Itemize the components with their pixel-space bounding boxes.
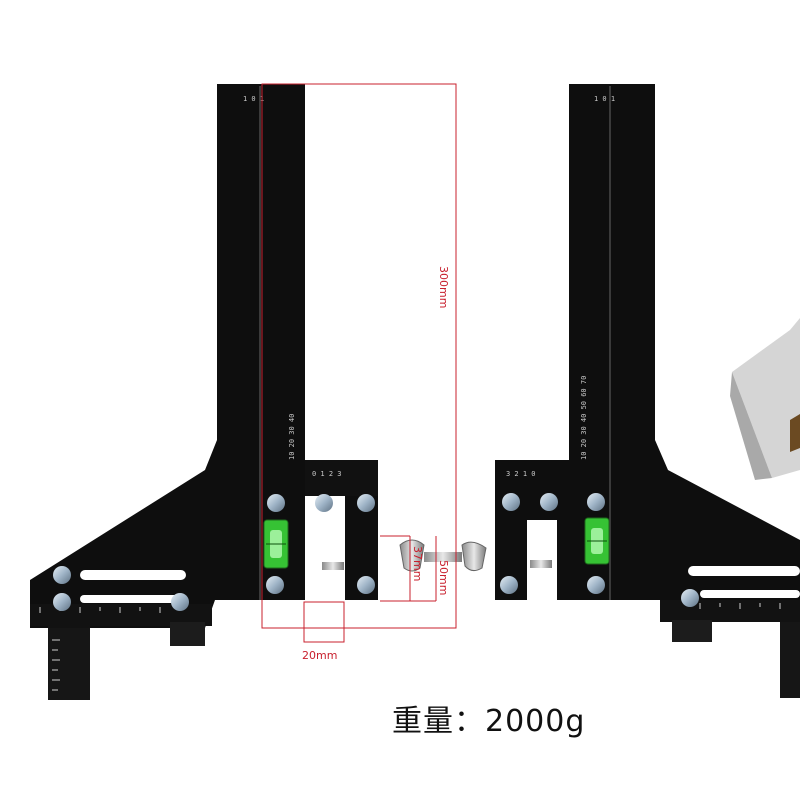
left-clamp-scale: 0 1 2 3	[312, 470, 342, 478]
wood-cube-image	[730, 318, 800, 480]
left-jig-body	[30, 84, 378, 628]
right-clamp-screw	[530, 560, 552, 568]
screw-icon	[267, 494, 285, 512]
left-vertical-scale: 10 20 30 40	[288, 414, 296, 460]
right-screw-group	[500, 493, 699, 607]
right-top-scale: 1 0 1	[594, 95, 615, 103]
screw-icon	[53, 593, 71, 611]
height-dimension-label: 300mm	[437, 266, 450, 308]
right-vertical-scale: 10 20 30 40 50 60 70	[580, 376, 588, 460]
screw-icon	[266, 576, 284, 594]
left-top-scale: 1 0 1	[243, 95, 264, 103]
screw-icon	[171, 593, 189, 611]
left-clamp-slot	[305, 496, 345, 600]
right-adjust-slot-2	[700, 590, 800, 598]
screw-icon	[357, 576, 375, 594]
screw-icon	[315, 494, 333, 512]
screw-icon	[53, 566, 71, 584]
left-adjust-slot-1	[80, 570, 186, 580]
screw-icon	[587, 493, 605, 511]
screw-icon	[587, 576, 605, 594]
left-jig: 1 0 1 0 1 2 3 10 20 30 40	[30, 84, 378, 700]
right-jig-body	[495, 84, 800, 600]
right-clamp-scale: 3 2 1 0	[506, 470, 536, 478]
screw-icon	[502, 493, 520, 511]
weight-caption: 重量：2000g	[392, 704, 586, 739]
left-screw-group	[53, 494, 375, 611]
screw-icon	[681, 589, 699, 607]
wing-nut-icon	[399, 539, 487, 572]
right-jig: 1 0 1 3 2 1 0 10 20 30 40 50 60 70	[495, 84, 800, 698]
opening-dimension-label: 37mm	[411, 546, 424, 581]
screw-icon	[500, 576, 518, 594]
screw-icon	[540, 493, 558, 511]
clamp-dimension-label: 50mm	[437, 560, 450, 595]
right-adjust-slot-1	[688, 566, 800, 576]
left-clamp-screw	[322, 562, 344, 570]
dimension-annotations	[261, 83, 457, 643]
slot-width-dimension-label: 20mm	[302, 649, 337, 662]
right-ruler-foot	[660, 600, 800, 622]
left-adjust-slot-2	[80, 595, 186, 603]
screw-icon	[357, 494, 375, 512]
